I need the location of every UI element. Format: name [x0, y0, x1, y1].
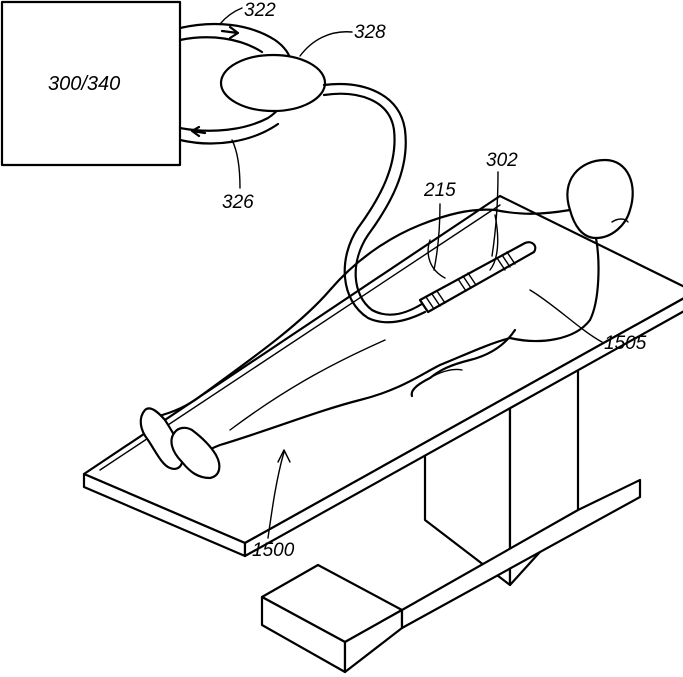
label-302: 302: [486, 150, 518, 171]
box-label: 300/340: [48, 73, 120, 95]
label-326: 326: [222, 192, 254, 213]
label-1500: 1500: [252, 540, 295, 561]
label-215: 215: [423, 180, 456, 201]
label-322: 322: [244, 0, 276, 21]
connector-hub: [221, 55, 325, 111]
label-328: 328: [354, 22, 386, 43]
label-1505: 1505: [604, 333, 647, 354]
control-unit-box: 300/340: [2, 2, 180, 165]
